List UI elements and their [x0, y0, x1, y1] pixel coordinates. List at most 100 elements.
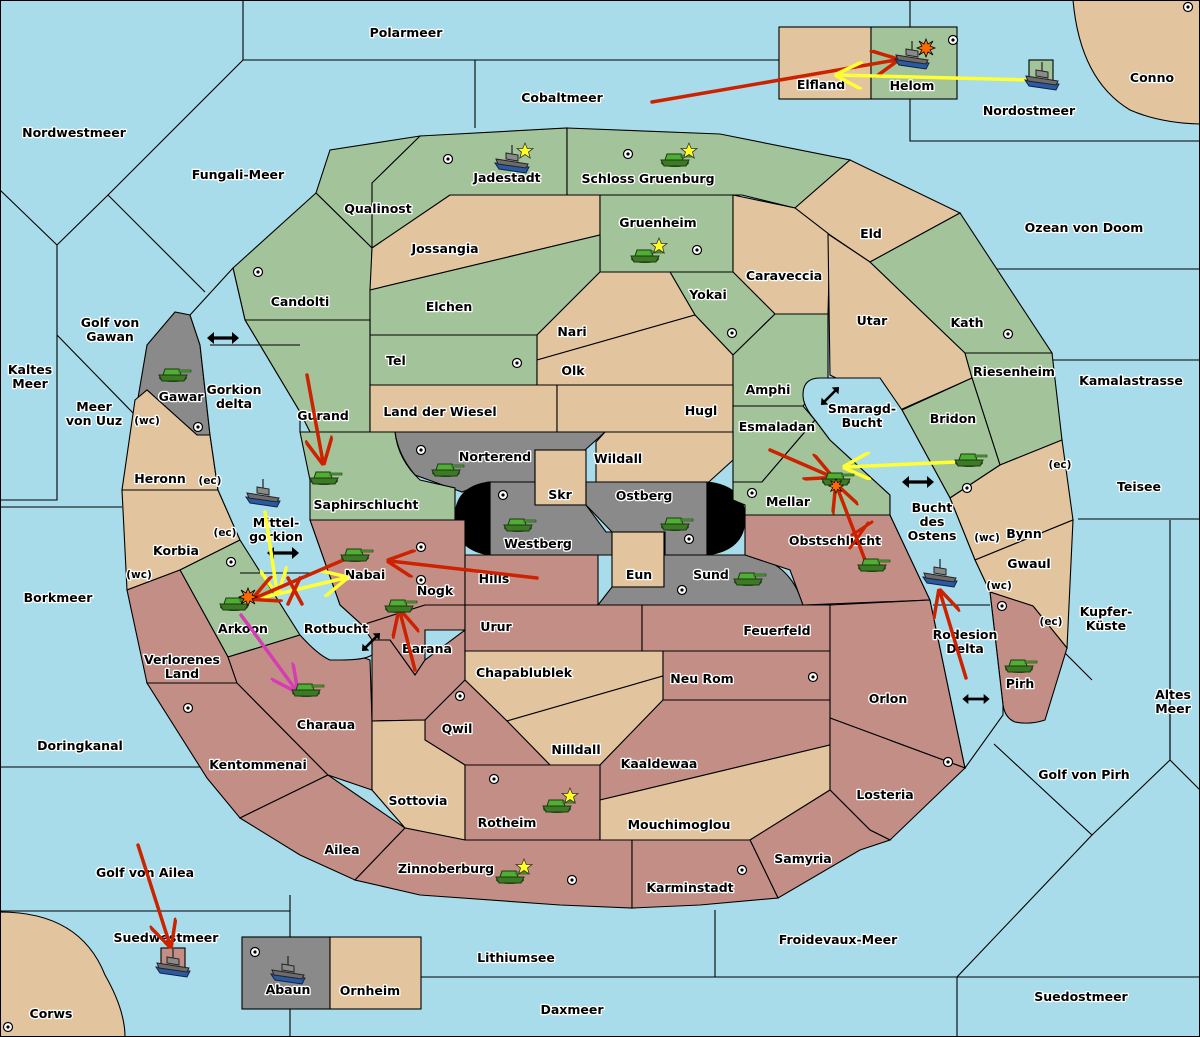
label-nabai: Nabai	[345, 567, 386, 582]
label-ornheim: Ornheim	[340, 983, 400, 998]
territory-conno[interactable]	[1072, 0, 1200, 125]
label-charaua: Charaua	[297, 717, 355, 732]
label-golf-von-pirh: Golf von Pirh	[1038, 767, 1129, 782]
territory-gruenheim[interactable]	[599, 194, 734, 273]
supply-center-icon	[996, 600, 1008, 612]
sea-smaragd-ostens[interactable]	[802, 377, 1004, 770]
supply-center-icon	[415, 541, 427, 553]
label-zinnoberburg: Zinnoberburg	[398, 861, 494, 876]
label-nari: Nari	[557, 324, 586, 339]
label-bynn: Bynn	[1006, 526, 1041, 541]
label-skr: Skr	[548, 487, 572, 502]
label-conno: Conno	[1130, 70, 1175, 85]
coast-label-gwaul-ec: (ec)	[1040, 616, 1063, 628]
label-polarmeer: Polarmeer	[370, 25, 444, 40]
label-verlorenes-land-2: Land	[165, 666, 199, 681]
coast-label-heronn-ec: (ec)	[199, 475, 222, 487]
order-arrow	[255, 553, 357, 598]
territory-pirh[interactable]	[989, 591, 1068, 724]
territory-skr[interactable]	[534, 449, 587, 506]
label-obstschlucht: Obstschlucht	[789, 533, 881, 548]
label-nogk: Nogk	[417, 583, 454, 598]
label-doringkanal: Doringkanal	[37, 738, 123, 753]
label-kaltes-meer-1: Kaltes	[8, 362, 52, 377]
order-arrow	[136, 843, 170, 945]
supply-center-icon	[566, 874, 578, 886]
label-candolti: Candolti	[271, 294, 330, 309]
label-rotbucht: Rotbucht	[304, 621, 368, 636]
label-westberg: Westberg	[504, 536, 572, 551]
sea-gorkion[interactable]	[189, 266, 373, 661]
label-altes-meer-2: Meer	[1155, 701, 1191, 716]
label-qwil: Qwil	[442, 721, 473, 736]
label-hugl: Hugl	[685, 403, 718, 418]
supply-center-icon	[807, 671, 819, 683]
label-heronn: Heronn	[134, 471, 186, 486]
label-nordwestmeer: Nordwestmeer	[22, 125, 127, 140]
label-saphirschlucht: Saphirschlucht	[314, 497, 419, 512]
territory-karminstadt[interactable]	[631, 839, 779, 909]
label-ostberg: Ostberg	[616, 488, 673, 503]
label-qualinost: Qualinost	[344, 201, 411, 216]
label-mittelgorkion-2: gorkion	[249, 529, 303, 544]
label-nordostmeer: Nordostmeer	[983, 103, 1076, 118]
supply-center-icon	[415, 444, 427, 456]
territory-hills[interactable]	[464, 554, 599, 606]
supply-center-icon	[249, 946, 261, 958]
label-wildall: Wildall	[594, 451, 642, 466]
dislodged-marker-icon	[828, 478, 844, 494]
supply-center-icon	[497, 489, 509, 501]
label-eld: Eld	[860, 226, 882, 241]
label-schloss-gruenburg: Schloss Gruenburg	[581, 171, 714, 186]
order-arrows	[136, 60, 1032, 945]
order-arrow	[837, 487, 867, 562]
label-kentommenai: Kentommenai	[209, 757, 307, 772]
supply-center-icon	[942, 756, 954, 768]
label-kath: Kath	[951, 315, 984, 330]
label-bucht-des-ostens-1: Bucht	[912, 500, 953, 515]
label-ozean-von-doom: Ozean von Doom	[1025, 220, 1144, 235]
label-gawar: Gawar	[159, 389, 205, 404]
label-mouchimoglou: Mouchimoglou	[628, 817, 731, 832]
label-caraveccia: Caraveccia	[746, 268, 822, 283]
label-sottovia: Sottovia	[389, 793, 448, 808]
label-tel: Tel	[386, 353, 406, 368]
label-corws: Corws	[30, 1006, 73, 1021]
territory-corws[interactable]	[0, 911, 126, 1037]
label-elchen: Elchen	[426, 299, 473, 314]
label-kaaldewaa: Kaaldewaa	[621, 756, 698, 771]
supply-center-icon	[726, 327, 738, 339]
label-kaltes-meer-2: Meer	[12, 376, 48, 391]
label-kupfer-kueste-1: Kupfer-	[1080, 604, 1133, 619]
territory-ornheim[interactable]	[329, 936, 422, 1010]
label-gorkion-delta-1: Gorkion	[206, 382, 261, 397]
failed-order-marker	[848, 520, 874, 550]
supply-center-icon	[1182, 1, 1194, 13]
failed-order-marker	[286, 576, 304, 606]
label-riesenheim: Riesenheim	[973, 364, 1055, 379]
label-chapablublek: Chapablublek	[476, 665, 573, 680]
label-gruenheim: Gruenheim	[619, 215, 696, 230]
label-amphi: Amphi	[746, 382, 791, 397]
label-feuerfeld: Feuerfeld	[743, 623, 810, 638]
label-meer-von-uuz-1: Meer	[76, 399, 112, 414]
label-lithiumsee: Lithiumsee	[477, 950, 555, 965]
supply-center-icon	[454, 690, 466, 702]
label-elfland: Elfland	[797, 77, 845, 92]
label-mellar: Mellar	[766, 494, 811, 509]
coast-label-korbia-wc: (wc)	[126, 569, 152, 581]
supply-center-icon	[192, 421, 204, 433]
label-gorkion-delta-2: delta	[216, 396, 252, 411]
label-korbia: Korbia	[153, 543, 199, 558]
label-golf-von-gawan-2: Gawan	[86, 329, 134, 344]
label-orlon: Orlon	[869, 691, 908, 706]
supply-center-icon	[947, 34, 959, 46]
order-arrow	[846, 462, 957, 467]
coast-label-bynn-ec: (ec)	[1049, 459, 1072, 471]
supply-center-icon	[736, 864, 748, 876]
label-froidevaux-meer: Froidevaux-Meer	[779, 932, 898, 947]
label-kupfer-kueste-2: Küste	[1086, 618, 1126, 633]
order-arrow	[400, 612, 415, 672]
